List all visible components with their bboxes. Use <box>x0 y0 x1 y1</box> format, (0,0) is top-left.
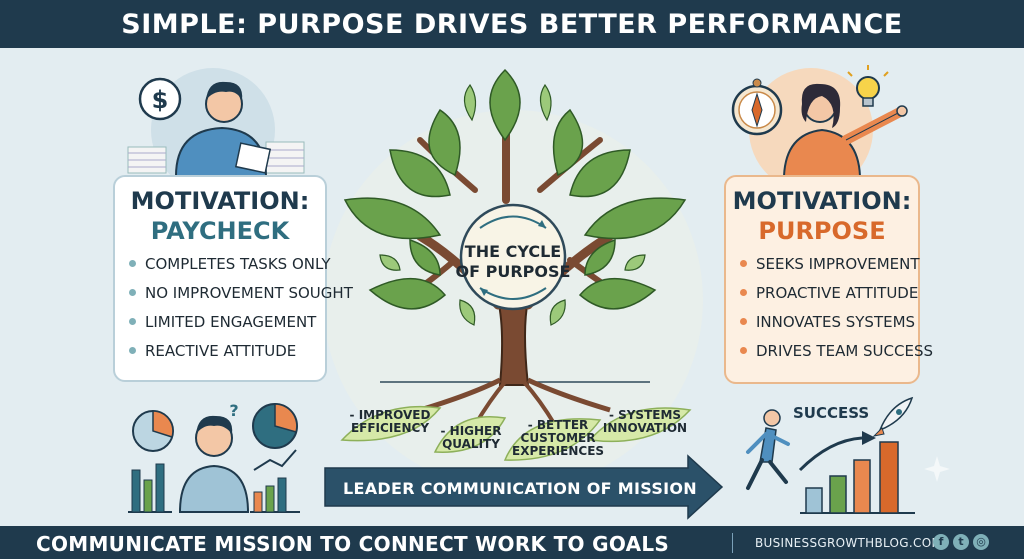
dollar-icon: $ <box>138 77 182 121</box>
lightbulb-icon <box>847 65 889 107</box>
svg-text:?: ? <box>229 401 238 420</box>
card-title: MOTIVATION: <box>130 187 310 215</box>
list-item: COMPLETES TASKS ONLY <box>129 249 353 278</box>
card-subtitle: PAYCHECK <box>150 217 290 245</box>
mission-arrow <box>324 454 724 520</box>
tree-illustration <box>340 68 692 461</box>
footer-tagline: COMMUNICATE MISSION TO CONNECT WORK TO G… <box>36 532 670 556</box>
success-illustration <box>746 409 915 514</box>
outcome-label: - IMPROVED EFFICIENCY <box>349 408 431 435</box>
cycle-of-purpose-label: THE CYCLE OF PURPOSE <box>455 242 571 281</box>
card-subtitle: PURPOSE <box>758 217 886 245</box>
card-title: MOTIVATION: <box>732 187 912 215</box>
header-bar: SIMPLE: PURPOSE DRIVES BETTER PERFORMANC… <box>0 0 1024 48</box>
list-item: NO IMPROVEMENT SOUGHT <box>129 278 353 307</box>
outcome-label: - BETTER CUSTOMER EXPERIENCES <box>512 418 605 458</box>
list-item: DRIVES TEAM SUCCESS <box>740 336 933 365</box>
purpose-motivation-card: MOTIVATION: PURPOSE SEEKS IMPROVEMENT PR… <box>724 175 933 384</box>
question-mark-icon: ? <box>229 401 238 420</box>
list-item: SEEKS IMPROVEMENT <box>740 249 933 278</box>
purpose-traits-list: SEEKS IMPROVEMENT PROACTIVE ATTITUDE INN… <box>740 249 933 365</box>
paycheck-traits-list: COMPLETES TASKS ONLY NO IMPROVEMENT SOUG… <box>129 249 353 365</box>
svg-text:$: $ <box>152 86 169 114</box>
list-item: INNOVATES SYSTEMS <box>740 307 933 336</box>
bar-chart-icon <box>128 449 300 513</box>
instagram-icon[interactable]: ◎ <box>973 534 989 550</box>
rocket-icon <box>872 396 914 437</box>
list-item: PROACTIVE ATTITUDE <box>740 278 933 307</box>
footer-bar: COMMUNICATE MISSION TO CONNECT WORK TO G… <box>0 526 1024 559</box>
facebook-icon[interactable]: f <box>933 534 949 550</box>
list-item: LIMITED ENGAGEMENT <box>129 307 353 336</box>
website-link[interactable]: BUSINESSGROWTHBLOG.COM <box>755 536 943 550</box>
sparkle-decoration <box>924 456 950 482</box>
compass-icon <box>731 78 783 136</box>
pie-chart-icon <box>132 403 298 452</box>
purpose-leader-illustration <box>782 83 908 177</box>
paycheck-motivation-card: MOTIVATION: PAYCHECK COMPLETES TASKS ONL… <box>113 175 353 382</box>
confused-worker-illustration <box>178 415 250 513</box>
outcome-label: - HIGHER QUALITY <box>440 424 502 451</box>
twitter-icon[interactable]: t <box>953 534 969 550</box>
outcome-label: - SYSTEMS INNOVATION <box>602 408 688 435</box>
mission-arrow-label: LEADER COMMUNICATION OF MISSION <box>343 479 697 498</box>
footer-divider <box>732 533 733 553</box>
page-title: SIMPLE: PURPOSE DRIVES BETTER PERFORMANC… <box>121 8 903 40</box>
list-item: REACTIVE ATTITUDE <box>129 336 353 365</box>
success-label: SUCCESS <box>793 404 870 422</box>
paycheck-worker-illustration <box>127 81 305 177</box>
